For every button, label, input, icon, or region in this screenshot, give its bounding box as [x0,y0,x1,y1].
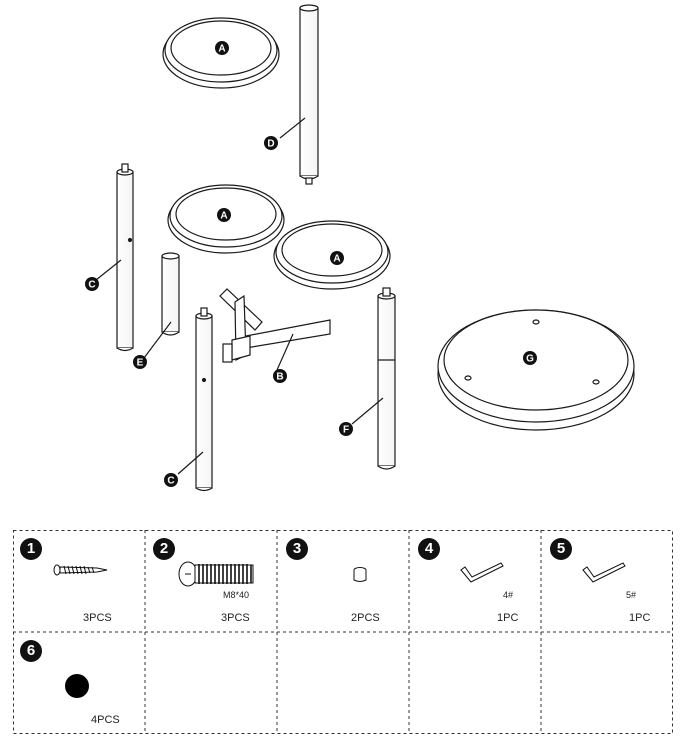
hardware-spec: M8*40 [223,590,250,600]
svg-text:C: C [167,476,174,487]
leg-c-lower-middle [177,307,213,492]
part-label-e: E [133,355,147,369]
hardware-spec: 4# [503,590,514,600]
part-label-a-middle-left: A [217,208,231,222]
hardware-qty: 2PCS [351,612,380,624]
part-label-c-lower: C [164,473,178,487]
hardware-number-badge: 4 [418,538,440,560]
svg-text:F: F [343,425,349,436]
hardware-cell-6: 6 4PCS [13,632,145,734]
hardware-qty: 4PCS [91,714,120,726]
svg-text:G: G [526,354,534,365]
hardware-cell-3: 3 2PCS [277,530,409,632]
svg-text:C: C [88,280,95,291]
hardware-number-badge: 1 [20,538,42,560]
svg-text:A: A [333,254,340,265]
hardware-qty: 3PCS [221,612,250,624]
svg-text:A: A [220,211,227,222]
empty-cell [145,632,277,734]
round-base-g [437,309,635,431]
cap-icon [353,567,367,582]
hardware-qty: 1PC [497,612,519,624]
svg-text:D: D [267,139,274,150]
part-label-c-upper: C [85,277,99,291]
wood-screw-icon [53,564,108,576]
part-label-a-top: A [215,41,229,55]
hardware-cell-2: 2 M8*40 3PCS [145,530,277,632]
empty-cell [409,632,541,734]
part-label-d: D [264,136,278,150]
part-label-g: G [523,351,537,365]
exploded-view-diagram: A D A A C E B C F G [85,4,635,492]
empty-cell [277,632,409,734]
part-label-f: F [339,422,353,436]
part-label-a-middle-right: A [330,251,344,265]
svg-text:B: B [276,372,283,383]
hardware-number-badge: 6 [20,640,42,662]
svg-text:E: E [137,358,144,369]
hardware-qty: 1PC [629,612,651,624]
foot-pad-icon [65,674,89,698]
hardware-qty: 3PCS [83,612,112,624]
hardware-number-badge: 3 [286,538,308,560]
table-grid-lines [13,530,673,734]
center-pole-d [279,4,319,185]
leg-c-upper-left [95,163,134,352]
empty-cell [541,632,673,734]
hardware-cell-1: 1 3PCS [13,530,145,632]
hardware-cell-4: 4 4# 1PC [409,530,541,632]
tabletop-a-middle-right [273,220,391,290]
hardware-table: 1 3PCS 2 [13,530,673,734]
svg-text:A: A [218,44,225,55]
hardware-number-badge: 2 [153,538,175,560]
allen-key-icon [582,562,626,583]
allen-key-icon [460,562,504,583]
leg-f [351,287,396,470]
short-post-e [143,252,180,359]
part-label-b: B [273,369,287,383]
bolt-icon [178,561,254,587]
tri-bracket-b [219,288,331,371]
hardware-cell-5: 5 5# 1PC [541,530,673,632]
hardware-spec: 5# [626,590,637,600]
hardware-number-badge: 5 [550,538,572,560]
